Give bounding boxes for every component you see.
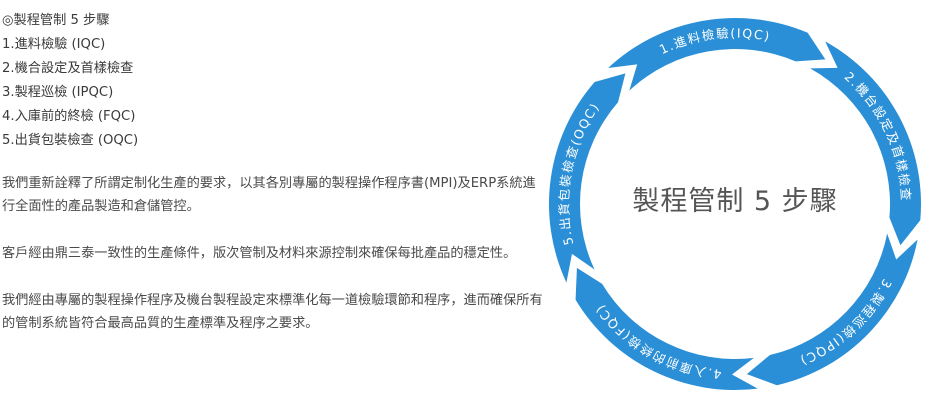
step-item-3: 3.製程巡檢 (IPQC)	[2, 85, 114, 100]
step-item-1: 1.進料檢驗 (IQC)	[2, 37, 106, 52]
stage-arc-ipqc	[746, 233, 918, 386]
step-item-5: 5.出貨包裝檢查 (OQC)	[2, 133, 139, 148]
stage-arc-iqc	[608, 18, 826, 91]
paragraph-process-docs: 我們重新詮釋了所謂定制化生產的要求，以其各別專屬的製程操作程序書(MPI)及ER…	[2, 176, 536, 214]
stage-arc-oqc	[548, 73, 626, 283]
stage-arc-setup-first-article	[810, 41, 921, 246]
cycle-arcs	[548, 18, 921, 390]
steps-heading: ◎製程管制 5 步驟	[2, 13, 110, 28]
step-item-4: 4.入庫前的終檢 (FQC)	[2, 109, 136, 124]
process-cycle-diagram: 1.進料檢驗(IQC) 2.機台設定及首樣檢查 3.製程巡檢(IPQC) 4.入…	[548, 18, 921, 390]
description-column: ◎製程管制 5 步驟 1.進料檢驗 (IQC) 2.機合設定及首樣檢查 3.製程…	[2, 9, 547, 335]
paragraph-consistency: 客戶經由鼎三泰一致性的生產條件，版次管制及材料來源控制來確保每批產品的穩定性。	[2, 246, 517, 261]
step-item-2: 2.機合設定及首樣檢查	[2, 61, 134, 76]
stage-arc-fqc	[575, 267, 758, 390]
paragraph-standardization: 我們經由專屬的製程操作程序及機台製程設定來標準化每一道檢驗環節和程序，進而確保所…	[2, 293, 543, 331]
diagram-center-title: 製程管制 5 步驟	[632, 186, 837, 217]
